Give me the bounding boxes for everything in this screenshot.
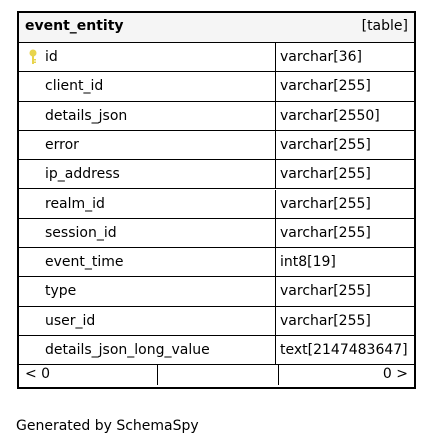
column-type: text[2147483647] (280, 342, 408, 358)
parents-count: < 0 (25, 366, 51, 382)
column-type: varchar[255] (280, 224, 371, 241)
column-name: details_json_long_value (45, 342, 210, 358)
column-name: error (45, 136, 79, 153)
column-divider (275, 218, 276, 249)
table-entity: event_entity [table] id varchar[36] clie… (17, 11, 416, 389)
column-name: details_json (45, 107, 128, 124)
column-row: type varchar[255] (19, 277, 414, 307)
column-row: session_id varchar[255] (19, 218, 414, 249)
column-type: varchar[255] (280, 78, 371, 95)
column-divider (275, 306, 276, 336)
column-name: id (45, 49, 58, 65)
column-row: ip_address varchar[255] (19, 160, 414, 190)
column-row: id varchar[36] (19, 43, 414, 73)
column-divider (275, 130, 276, 161)
column-name: type (45, 283, 77, 300)
generated-by-label: Generated by SchemaSpy (16, 418, 199, 434)
column-row: client_id varchar[255] (19, 72, 414, 102)
column-name: ip_address (45, 166, 120, 183)
column-name: event_time (45, 254, 124, 271)
table-header: event_entity [table] (19, 13, 414, 43)
column-row: user_id varchar[255] (19, 306, 414, 336)
column-divider (275, 248, 276, 278)
column-type: varchar[255] (280, 136, 371, 153)
column-type: int8[19] (280, 254, 336, 271)
column-divider (275, 72, 276, 102)
column-type: varchar[255] (280, 195, 371, 212)
footer-divider (278, 365, 279, 385)
column-divider (275, 101, 276, 131)
column-name: user_id (45, 312, 96, 329)
column-row: details_json_long_value text[2147483647] (19, 336, 414, 366)
column-divider (275, 43, 276, 73)
column-divider (275, 189, 276, 219)
column-divider (275, 277, 276, 307)
footer-divider (157, 365, 158, 385)
table-name: event_entity (25, 18, 124, 34)
children-count: 0 > (382, 366, 408, 382)
column-row: error varchar[255] (19, 130, 414, 161)
column-type: varchar[255] (280, 312, 371, 329)
table-kind: [table] (361, 18, 408, 34)
column-name: client_id (45, 78, 104, 95)
column-row: realm_id varchar[255] (19, 189, 414, 219)
column-row: details_json varchar[2550] (19, 101, 414, 131)
column-type: varchar[255] (280, 283, 371, 300)
column-name: session_id (45, 224, 117, 241)
column-type: varchar[36] (280, 49, 362, 65)
column-type: varchar[255] (280, 166, 371, 183)
column-divider (275, 160, 276, 190)
column-type: varchar[2550] (280, 107, 380, 124)
key-icon (28, 49, 38, 65)
column-name: realm_id (45, 195, 105, 212)
table-footer: < 0 0 > (19, 363, 414, 387)
column-divider (275, 336, 276, 366)
column-row: event_time int8[19] (19, 248, 414, 278)
